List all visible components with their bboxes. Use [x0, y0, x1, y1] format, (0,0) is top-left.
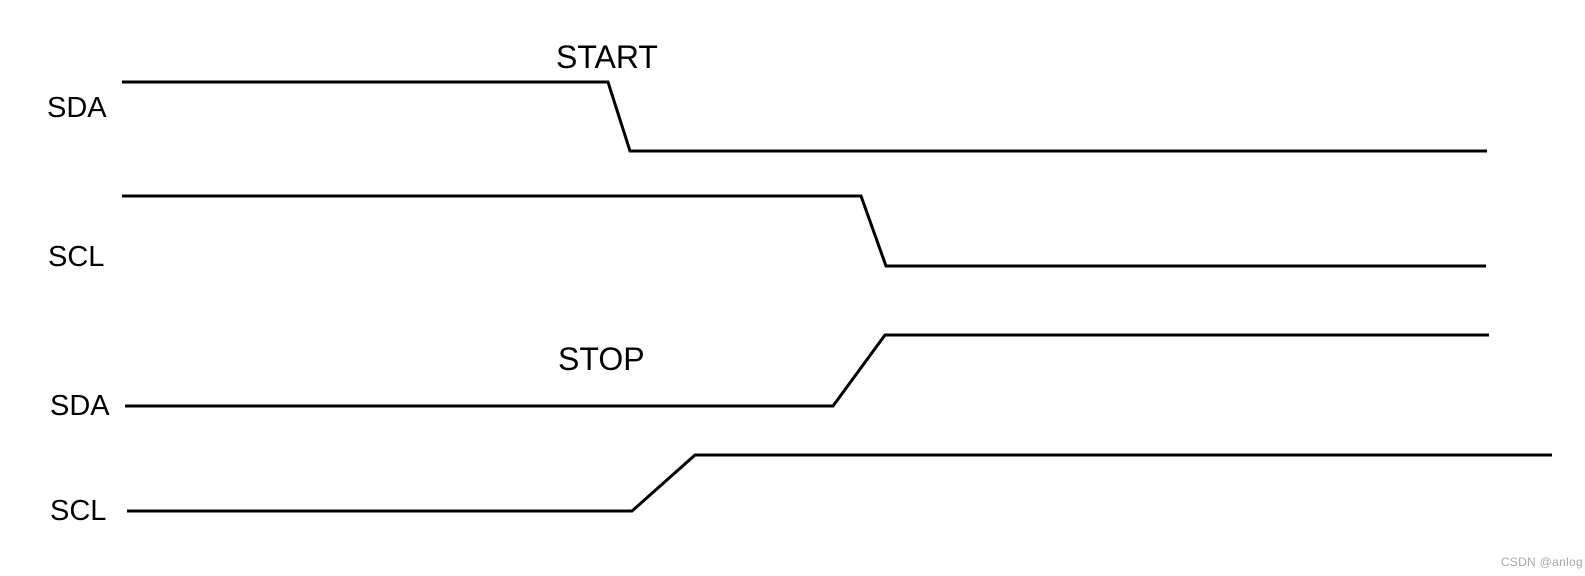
- sda-waveform-start: [122, 80, 1487, 153]
- scl-label: SCL: [48, 241, 104, 273]
- watermark: CSDN @anlog: [1501, 555, 1583, 569]
- sda-label: SDA: [50, 390, 110, 422]
- stop-annotation: STOP: [558, 341, 645, 377]
- scl-label: SCL: [50, 495, 106, 527]
- sda-waveform-stop: [125, 333, 1489, 408]
- scl-waveform-start: [122, 194, 1486, 268]
- sda-label: SDA: [47, 92, 107, 124]
- start-annotation: START: [556, 39, 658, 75]
- scl-waveform-stop: [127, 453, 1552, 513]
